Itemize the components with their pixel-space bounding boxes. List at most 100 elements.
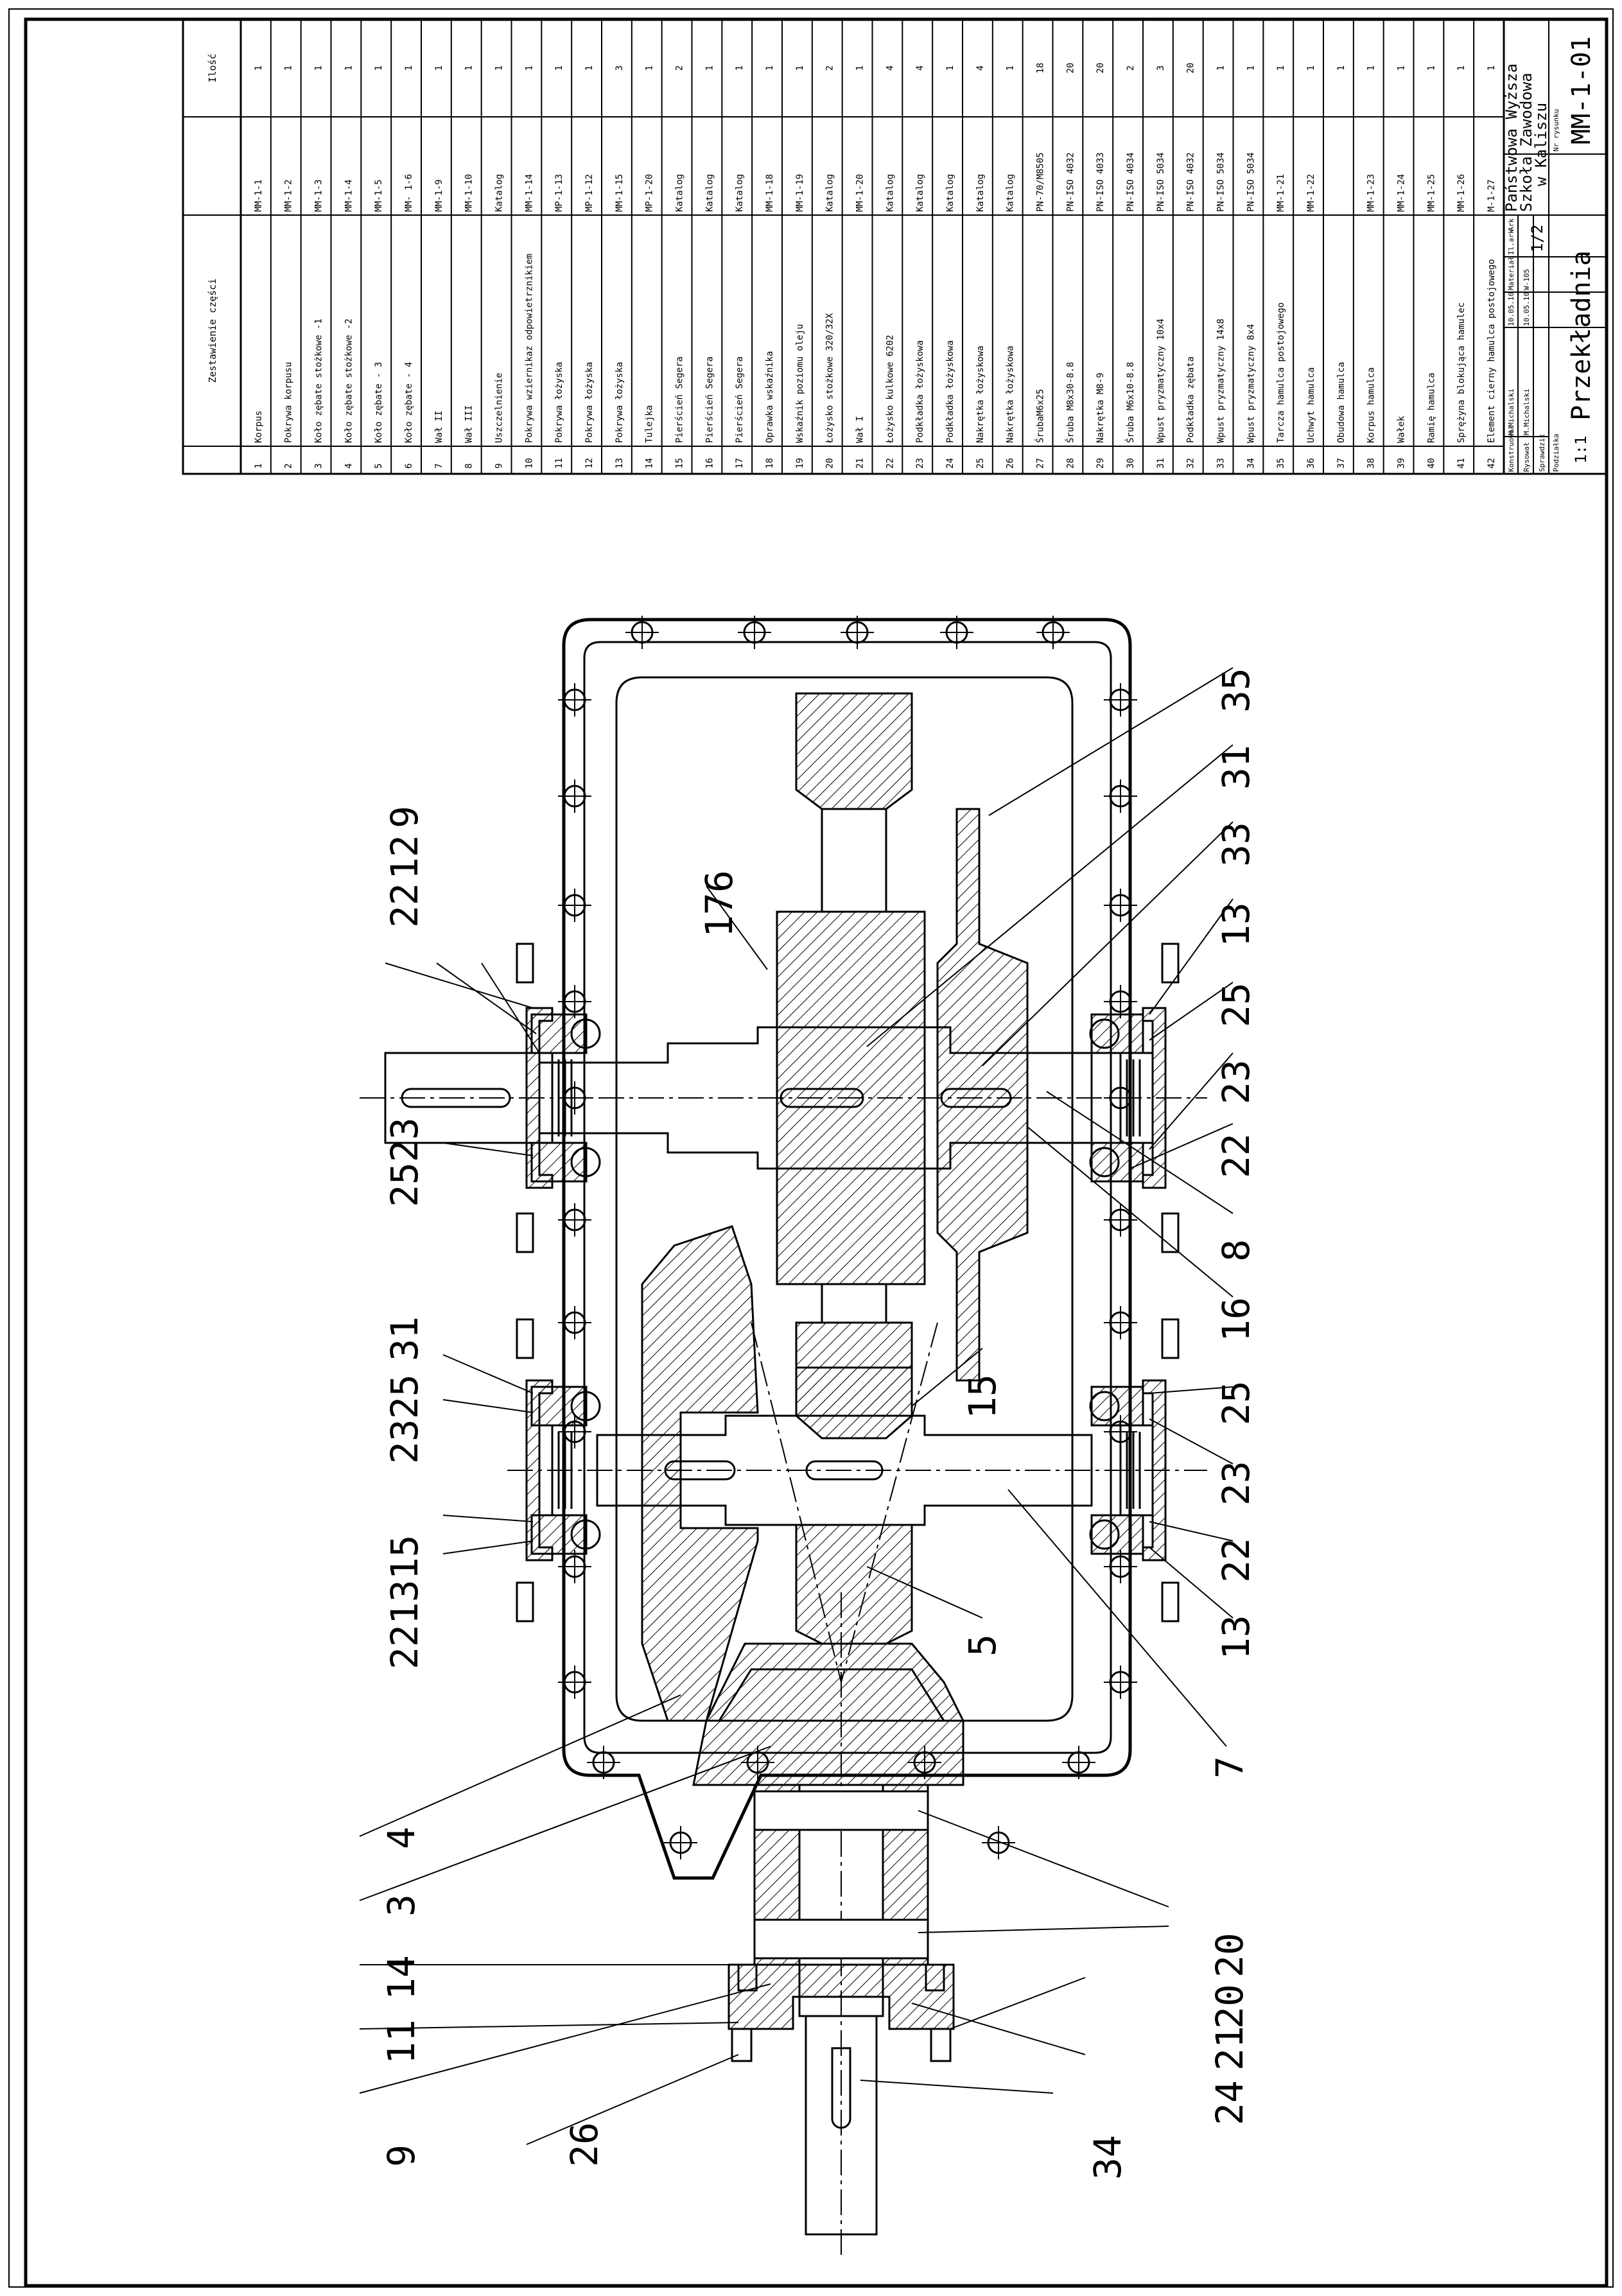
parts-list-row-qty: 1 <box>735 65 745 71</box>
parts-list-row-code: MM-1-24 <box>1397 174 1407 212</box>
parts-list-row-code: MM-1-21 <box>1276 174 1286 212</box>
parts-list-row-no: 8 <box>464 464 475 469</box>
leader-label-7-bottom: 7 <box>1208 1756 1251 1779</box>
parts-list-row-name: Korpus hamulca <box>1366 367 1377 443</box>
parts-list-row-name: Koło zębate stożkowe -2 <box>344 318 354 443</box>
parts-list-row-name: Pierścień Segera <box>735 356 745 443</box>
parts-list-row-name: Pokrywa łożyska <box>554 362 564 443</box>
parts-list-row-no: 12 <box>584 458 595 469</box>
tb-rysowal-date: 10.05.10 <box>1522 292 1531 326</box>
parts-list-row-code: PN-ISO 5034 <box>1246 152 1256 212</box>
leader-label-22-top: 22 <box>383 883 426 928</box>
parts-list-row-no: 9 <box>494 464 505 469</box>
parts-list-row-qty: 1 <box>1006 65 1016 71</box>
parts-list-row-code: MM-1-14 <box>524 174 534 212</box>
parts-list-row-code: MM-1-10 <box>464 174 475 212</box>
parts-list-row-qty: 1 <box>584 65 595 71</box>
parts-list-row-code: Katalog <box>704 174 715 212</box>
parts-list-row-qty: 1 <box>1366 65 1377 71</box>
parts-list-row-code: Katalog <box>975 174 986 212</box>
leader-label-20-left-2: 20 <box>1208 1984 1251 2029</box>
parts-list-row-qty: 1 <box>1456 65 1467 71</box>
shaft-ii-keyway <box>401 1088 511 1108</box>
housing-flange-outline <box>562 618 1132 1880</box>
parts-list-row-no: 27 <box>1036 458 1046 469</box>
parts-list-row-qty: 1 <box>795 65 805 71</box>
gear-6-hub <box>776 910 926 1285</box>
parts-list-row-name: Nakrętka M8-9 <box>1095 372 1106 443</box>
gear-5-keyway <box>805 1460 884 1481</box>
housing-inner-cavity <box>615 676 1074 1722</box>
leader-label-2325-top: 2325 <box>383 1374 426 1464</box>
parts-list-row-name: Wał III <box>464 405 475 443</box>
parts-list-row-qty: 1 <box>1306 65 1316 71</box>
parts-list-row-no: 25 <box>975 458 986 469</box>
parts-list-row-qty: 1 <box>494 65 505 71</box>
leader-label-12-top: 12 <box>383 835 426 880</box>
leader-label-16-bottom: 16 <box>1214 1297 1258 1342</box>
tb-sheets-label: Il.ark <box>1507 229 1515 255</box>
parts-list-row-no: 33 <box>1216 458 1226 469</box>
parts-list-row-name: Tarcza hamulca postojowego <box>1276 302 1286 443</box>
parts-list-row-qty: 1 <box>344 65 354 71</box>
gear-6-hub-keyway <box>780 1088 864 1108</box>
tb-sheet-value: 1/2 <box>1528 225 1546 252</box>
title-block: Konstruował M.Michalski 10.05.10 Rysował… <box>1503 18 1608 475</box>
parts-list-row-no: 23 <box>915 458 925 469</box>
housing-wall <box>583 641 1112 1754</box>
parts-list-row-name: Pokrywa wziernikaz odpowietrznikiem <box>524 254 534 443</box>
parts-list-row-name: Korpus <box>254 410 264 443</box>
parts-list-row-name: Uchwyt hamulca <box>1306 367 1316 443</box>
parts-list-row-no: 28 <box>1065 458 1076 469</box>
leader-label-20-left: 20 <box>1208 1933 1251 1978</box>
parts-list-row-no: 14 <box>645 458 655 469</box>
leader-top-2325-31: 2325 31 <box>383 1316 534 1464</box>
parts-list-row-code: MP-1-20 <box>645 174 655 212</box>
parts-list-row-code: PN-ISO 4032 <box>1065 152 1076 212</box>
leader-label-5-bottom: 5 <box>961 1634 1004 1657</box>
tb-konstruowal-date: 10.05.10 <box>1507 292 1515 326</box>
parts-list-row-no: 20 <box>825 458 835 469</box>
leader-label-15-bottom: 15 <box>961 1374 1004 1419</box>
parts-list-row-qty: 4 <box>885 65 895 71</box>
leader-label-4-left: 4 <box>379 1827 423 1849</box>
parts-list-row-no: 4 <box>344 464 354 469</box>
bearing-cover-13-shaft-ii <box>1142 1007 1167 1189</box>
parts-list-row-code: Katalog <box>494 174 505 212</box>
parts-list-row-code: Katalog <box>675 174 685 212</box>
bevel-gear-4 <box>641 1225 759 1722</box>
shaft-i-keyway <box>831 2047 851 2129</box>
parts-list-row-name: Nakrętka łożyskowa <box>975 345 986 443</box>
parts-list-row-qty: 1 <box>464 65 475 71</box>
parts-list-row-name: ŚrubaM6x25 <box>1034 389 1046 443</box>
leader-label-8-bottom: 8 <box>1214 1239 1258 1262</box>
part-number-leaders: 22 12 9 2523 221315 2325 31 <box>359 667 1258 2180</box>
leader-label-23-bottom-2: 23 <box>1214 1461 1258 1506</box>
leader-label-35-bottom: 35 <box>1214 668 1258 713</box>
parts-list-row-no: 38 <box>1366 458 1377 469</box>
tb-konstruowal-label: Konstruował <box>1507 425 1515 472</box>
parts-list-row-no: 13 <box>615 458 625 469</box>
parts-list-row-name: Wałek <box>1397 415 1407 443</box>
leader-label-34-left: 34 <box>1086 2135 1129 2180</box>
parts-list-row-qty: 1 <box>1336 65 1347 71</box>
parts-list-row-no: 7 <box>434 464 444 469</box>
leader-label-14-left: 14 <box>379 1955 423 2000</box>
parts-list-row-name: Pokrywa korpusu <box>284 362 294 443</box>
parts-list-row-code: MP-1-12 <box>584 174 595 212</box>
leader-bottom-right-2: 15 25 23 22 13 5 7 <box>866 1348 1258 1779</box>
parts-list-row-qty: 1 <box>524 65 534 71</box>
leader-label-33-bottom: 33 <box>1214 822 1258 867</box>
tb-sheet-label: Ark <box>1507 218 1515 231</box>
leader-label-3-left: 3 <box>379 1894 423 1917</box>
brake-disc-35 <box>936 808 1029 1382</box>
leader-label-11-left: 11 <box>379 2019 423 2064</box>
leader-bottom-right-1: 35 31 33 13 25 23 22 8 16 <box>866 667 1258 1342</box>
leader-left-group: 4 3 14 11 9 26 34 20 20 24 21 <box>359 1694 1251 2180</box>
parts-list-row-code: PN-ISO 4033 <box>1095 152 1106 212</box>
bevel-pinion-cone <box>717 1668 946 1722</box>
parts-list-row-name: Wał I <box>855 416 866 443</box>
bearing-cover-12 <box>525 1007 554 1189</box>
gear-6-upper-rim <box>795 692 913 810</box>
